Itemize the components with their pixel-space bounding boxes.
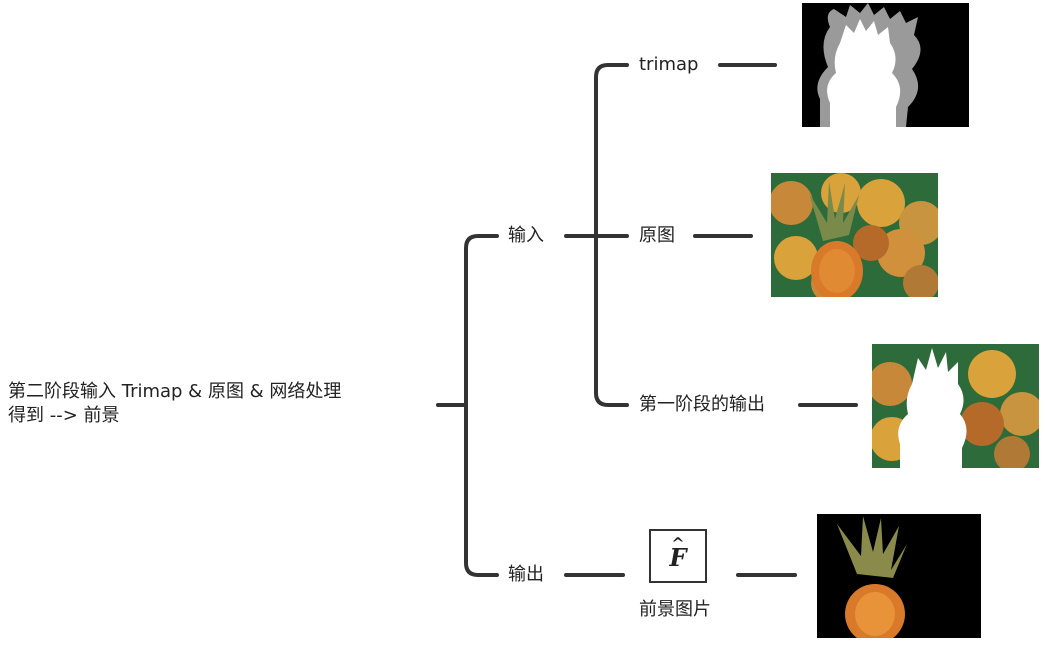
stage1-output-label: 第一阶段的输出 <box>639 394 765 416</box>
original-image-label: 原图 <box>639 225 675 247</box>
foreground-formula-box: ^ F <box>649 529 707 583</box>
main-bracket <box>464 234 499 577</box>
formula-symbol: F <box>669 543 687 572</box>
pineapple-foreground-on-black-image <box>817 514 981 638</box>
trimap-mask-image <box>802 3 969 127</box>
stage1-masked-output-image <box>872 344 1039 468</box>
output-branch-label: 输出 <box>508 564 544 586</box>
root-node-text: 第二阶段输入 Trimap & 原图 & 网络处理 得到 --> 前景 <box>8 381 342 426</box>
pineapple-flowers-original-image <box>771 173 938 297</box>
input-branch-label: 输入 <box>508 225 544 247</box>
trimap-label: trimap <box>639 54 699 76</box>
formula-hat-accent: ^ <box>671 534 685 553</box>
input-bracket <box>594 63 629 407</box>
foreground-image-caption: 前景图片 <box>639 599 711 621</box>
